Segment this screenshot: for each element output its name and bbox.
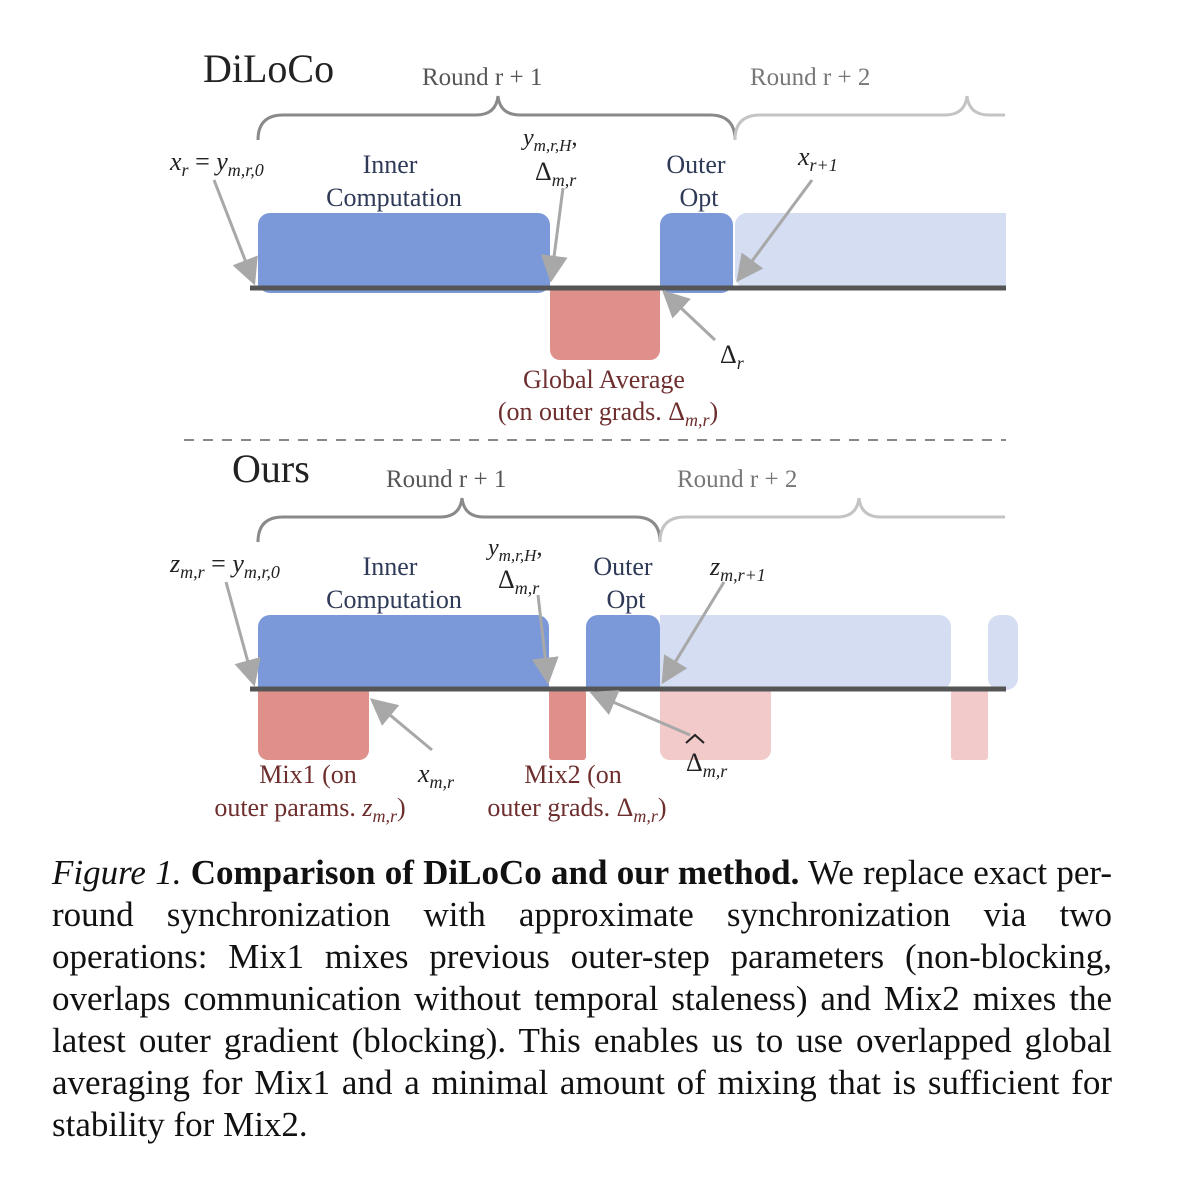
ours-mix1-label-line2: outer params. zm,r) [214, 793, 405, 826]
ours-mix1-block-top [258, 690, 369, 720]
ours-y-label: ym,r,H, [486, 535, 542, 565]
diloco-inner-label-line1: Inner [363, 150, 418, 179]
ours-next-next-inner-block [988, 615, 1018, 690]
ours-arrow-z-r1 [661, 581, 726, 685]
ours-round-2-brace [658, 497, 1005, 543]
diloco-global-label-line2: (on outer grads. Δm,r) [498, 397, 718, 430]
ours-round-1-brace [256, 497, 662, 543]
caption-body: We replace exact per-round synchronizati… [52, 853, 1113, 1144]
ours-outer-opt-block-bottom [586, 652, 660, 690]
diloco-arrow-y [540, 187, 568, 283]
diloco-inner-label-line2: Computation [326, 183, 462, 212]
diloco-outer-opt-block-bottom [660, 250, 733, 288]
diloco-next-inner-block-edge [990, 213, 1006, 288]
diloco-panel: DiLoCo Round r + 1 Round r + 2 xr = ym,r… [169, 46, 1006, 430]
diloco-global-label-line1: Global Average [523, 365, 685, 394]
diloco-y-label: ym,r,H, [521, 125, 577, 155]
diloco-outer-label-line2: Opt [680, 183, 720, 212]
ours-z-r-label: zm,r = ym,r,0 [169, 549, 280, 582]
ours-arrow-y [531, 594, 559, 685]
caption-title: Comparison of DiLoCo and our method. [190, 853, 800, 892]
diloco-arrow-x-r1 [736, 179, 814, 283]
ours-mix2-label-line2: outer grads. Δm,r) [487, 793, 666, 826]
diloco-next-inner-block [735, 213, 1006, 288]
diloco-round-1-label: Round r + 1 [422, 64, 542, 91]
diloco-outer-label-line1: Outer [666, 150, 726, 179]
diloco-x-r1-label: xr+1 [797, 142, 838, 175]
ours-next-mix1-block-top [660, 690, 771, 720]
ours-z-r1-label: zm,r+1 [709, 552, 766, 585]
diloco-x-r-label: xr = ym,r,0 [169, 147, 264, 180]
ours-outer-label-line1: Outer [593, 552, 653, 581]
ours-delta-hat-mark [685, 733, 705, 744]
ours-mix2-block [549, 690, 586, 760]
ours-mix1-label-line1: Mix1 (on [259, 760, 357, 789]
ours-panel: Ours Round r + 1 Round r + 2 zm,r = ym,r… [169, 446, 1018, 826]
diloco-title: DiLoCo [203, 46, 334, 91]
ours-arrow-z-r [224, 581, 261, 687]
ours-next-mix2-block [951, 690, 988, 760]
diloco-round-2-brace [733, 95, 1005, 141]
ours-mix2-label-line1: Mix2 (on [524, 760, 622, 789]
ours-outer-label-line2: Opt [607, 585, 647, 614]
diloco-arrow-x-r [212, 179, 258, 286]
ours-title: Ours [232, 446, 310, 491]
diagram: DiLoCo Round r + 1 Round r + 2 xr = ym,r… [169, 46, 1018, 826]
ours-delta-label: Δm,r [498, 565, 540, 598]
ours-round-1-label: Round r + 1 [386, 466, 506, 493]
diloco-round-1-brace [256, 95, 737, 141]
ours-round-2-label: Round r + 2 [677, 466, 797, 493]
ours-x-mr-label: xm,r [417, 759, 455, 792]
diloco-inner-computation-block-bottom [258, 250, 550, 288]
diloco-round-2-label: Round r + 2 [750, 64, 870, 91]
diloco-delta-r-label: Δr [720, 340, 745, 373]
ours-inner-label-line1: Inner [363, 552, 418, 581]
diloco-delta-label: Δm,r [535, 157, 577, 190]
ours-next-inner-block [660, 615, 951, 690]
diloco-global-average-block-top [550, 288, 660, 318]
ours-inner-computation-block-bottom [258, 652, 549, 690]
figure-caption: Figure 1. Comparison of DiLoCo and our m… [52, 852, 1112, 1146]
ours-inner-label-line2: Computation [326, 585, 462, 614]
ours-next-inner-block-left [660, 615, 680, 690]
diloco-arrow-delta-r [662, 290, 717, 342]
ours-arrow-delta-hat [589, 690, 691, 737]
ours-arrow-x-mr [369, 698, 433, 752]
caption-label: Figure 1. [52, 853, 182, 892]
